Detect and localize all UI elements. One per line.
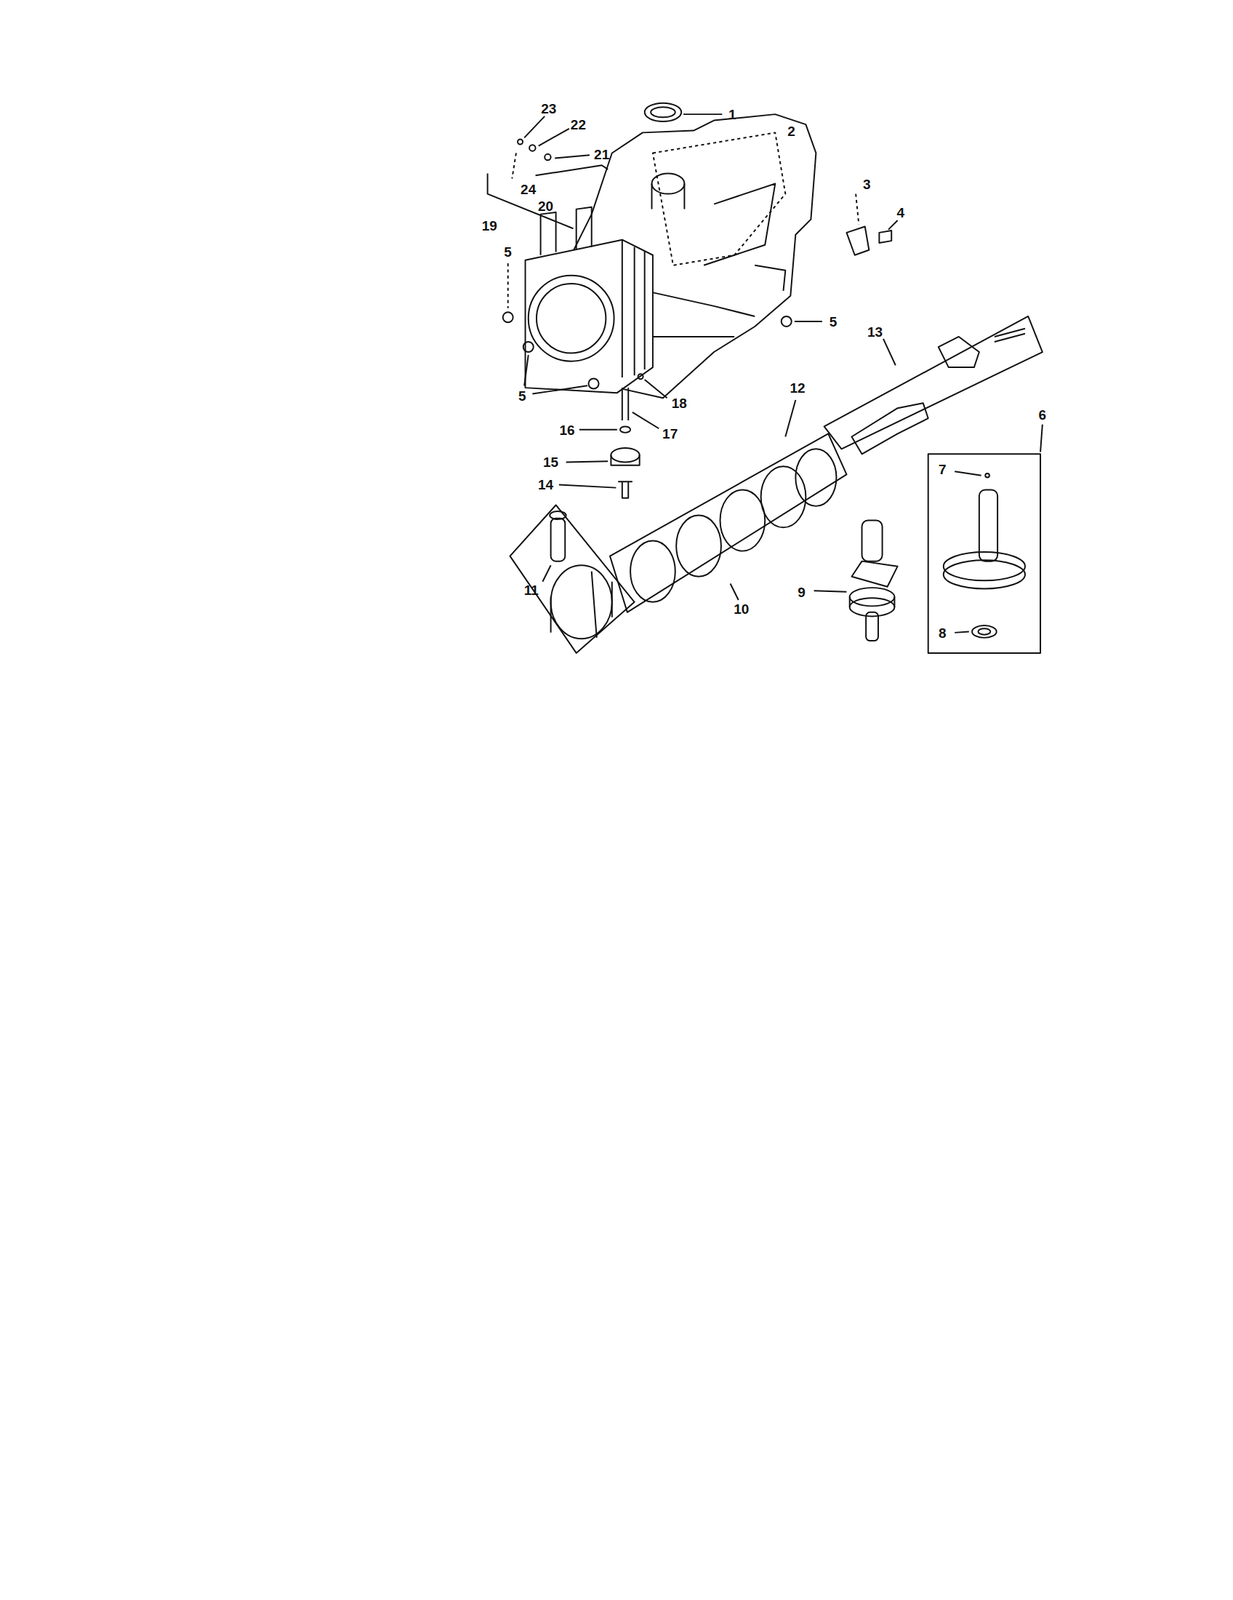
callout-number: 2 — [787, 123, 796, 138]
callout-number: 14 — [537, 477, 554, 492]
callout-number: 4 — [896, 205, 905, 219]
seal-ring — [644, 103, 682, 122]
crankcase — [525, 114, 817, 398]
callout-number: 7 — [938, 462, 947, 477]
callout-number: 18 — [671, 396, 688, 411]
callout-number: 15 — [543, 455, 559, 469]
ring-set — [609, 433, 847, 613]
callout-number: 16 — [559, 422, 575, 437]
callout-number: 19 — [482, 218, 498, 233]
callout-number: 20 — [537, 199, 554, 214]
callout-number: 24 — [520, 181, 536, 196]
callout-number: 23 — [540, 101, 557, 115]
callout-number: 8 — [938, 625, 947, 640]
callout-number: 5 — [829, 314, 838, 328]
callout-number: 12 — [789, 380, 805, 395]
callout-number: 6 — [1038, 407, 1047, 421]
callout-number: 5 — [518, 388, 527, 403]
callout-number: 1 — [728, 107, 737, 122]
callout-number: 13 — [867, 324, 883, 339]
callout-number: 5 — [503, 245, 512, 259]
rod-group — [824, 316, 1043, 449]
callout-number: 22 — [570, 117, 586, 132]
callout-number: 11 — [524, 582, 539, 597]
callout-number: 3 — [862, 176, 871, 191]
callout-number: 21 — [593, 146, 610, 161]
callout-number: 17 — [662, 426, 678, 441]
callout-number: 9 — [797, 584, 806, 599]
crankshaft — [849, 520, 898, 642]
callout-number: 10 — [733, 601, 749, 616]
piston-group — [510, 504, 635, 653]
